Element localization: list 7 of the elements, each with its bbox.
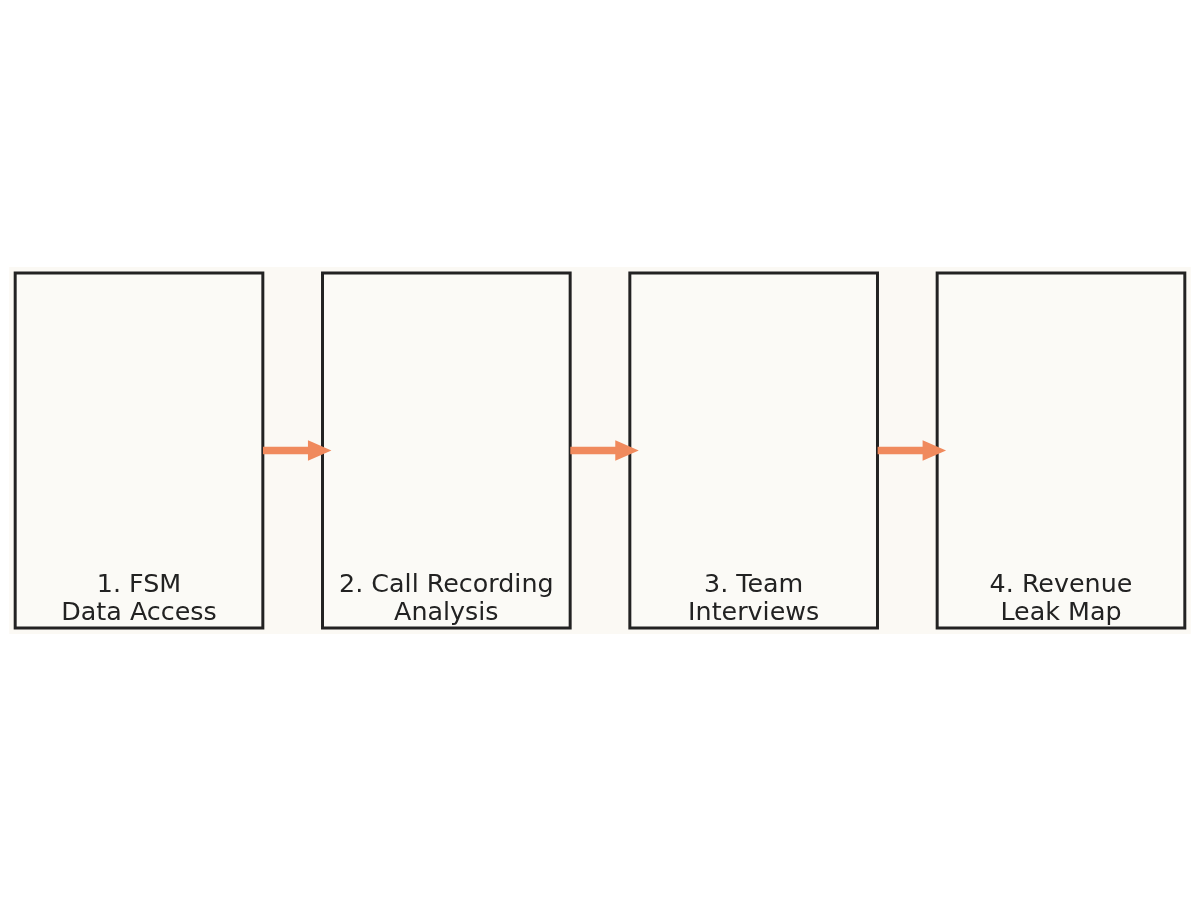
node-box: 2. Call Recording Analysis: [321, 271, 572, 629]
node-box: 1. FSM Data Access: [13, 271, 265, 629]
node-box: 4. Revenue Leak Map: [935, 271, 1187, 629]
arrow: [262, 439, 332, 461]
node-box: 3. Team Interviews: [628, 271, 879, 629]
arrow: [570, 439, 639, 461]
arrow: [877, 439, 947, 461]
